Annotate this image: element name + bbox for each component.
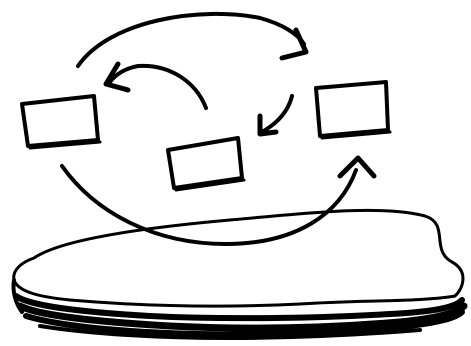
right-box-outline bbox=[316, 82, 388, 136]
arrow-right-to-center bbox=[260, 96, 292, 134]
arrow-bottom-arc bbox=[62, 158, 374, 244]
platform-top-outline bbox=[14, 210, 463, 306]
arrow-right-to-center-line bbox=[262, 96, 292, 132]
arrow-center-to-left bbox=[106, 64, 206, 108]
right-box bbox=[316, 82, 390, 138]
left-box bbox=[22, 96, 100, 148]
arrow-bottom-arc-head bbox=[340, 158, 374, 176]
arrow-bottom-arc-line bbox=[62, 166, 356, 244]
left-box-outline bbox=[22, 96, 98, 146]
arrow-top-arc bbox=[78, 14, 306, 66]
base-platform bbox=[13, 210, 464, 338]
arrow-top-arc-line bbox=[78, 14, 304, 66]
center-box bbox=[168, 138, 244, 190]
